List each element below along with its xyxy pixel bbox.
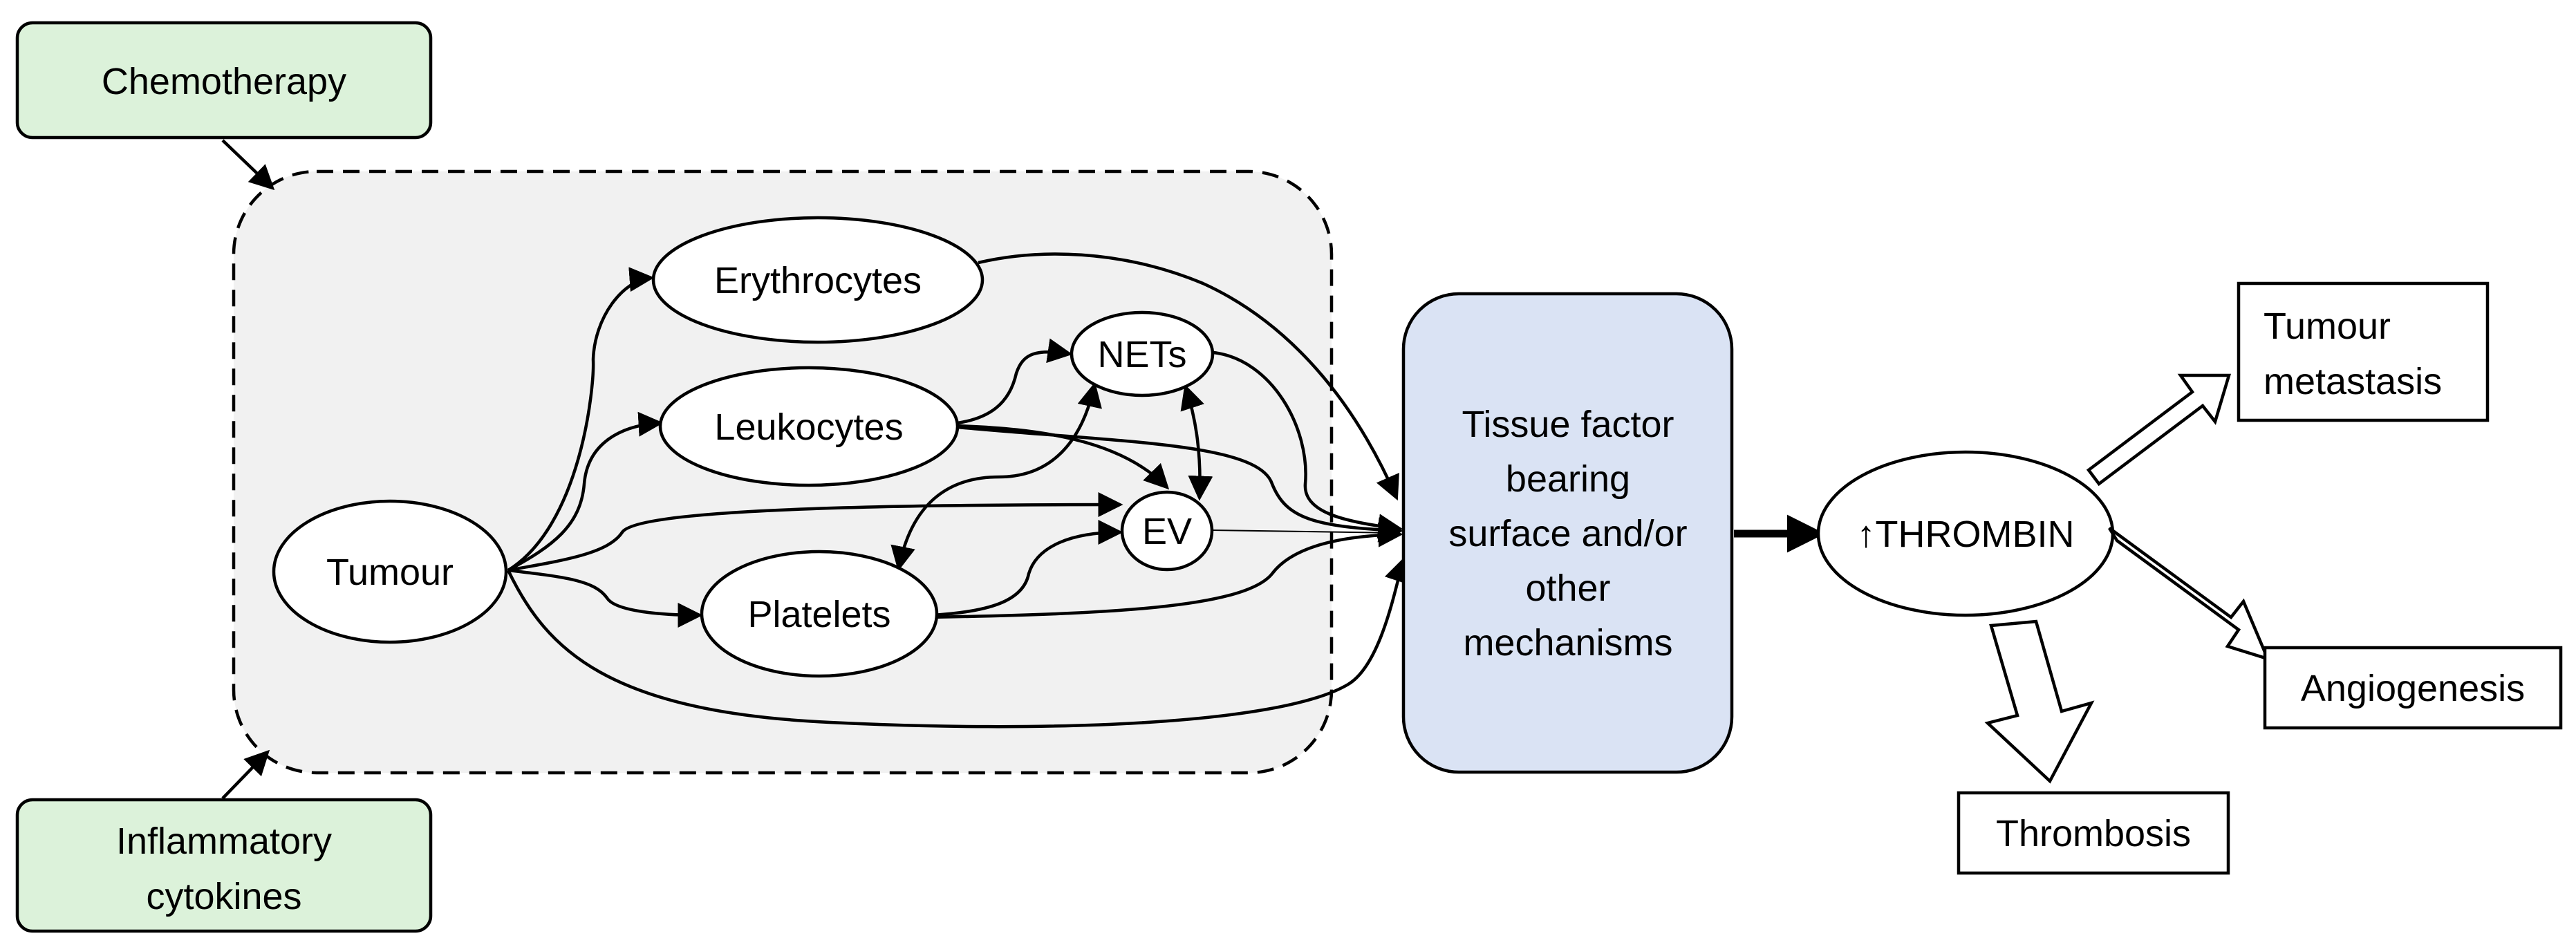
erythrocytes-node: Erythrocytes [651, 216, 984, 344]
ev-node: EV [1120, 490, 1214, 572]
tumour-label: Tumour [326, 552, 454, 593]
arrow-tumour-erythrocytes [507, 267, 655, 572]
arrow-nets-tissue-factor [1213, 350, 1403, 539]
nets-label: NETs [1097, 334, 1186, 375]
block-arrow-to-metastasis [2086, 373, 2232, 487]
connections [506, 252, 1825, 729]
inflammatory-label-line-1: Inflammatory [116, 821, 332, 862]
tissue-factor-node: Tissue factor bearing surface and/or oth… [1401, 292, 1734, 774]
block-arrow-to-angiogenesis [2108, 527, 2270, 662]
block-arrow-to-thrombosis [1984, 619, 2095, 784]
tumour-node: Tumour [272, 499, 508, 644]
arrow-nets-platelets-bidirectional [890, 382, 1102, 572]
angiogenesis-node: Angiogenesis [2263, 646, 2563, 730]
tumour-metastasis-line-1: Tumour [2264, 306, 2391, 347]
arrow-tumour-tissue-factor [506, 556, 1409, 729]
tissue-factor-line-4: other [1525, 568, 1610, 609]
thrombin-node: ↑THROMBIN [1816, 450, 2115, 617]
tumour-metastasis-line-2: metastasis [2264, 361, 2442, 402]
thrombosis-label: Thrombosis [1996, 813, 2191, 854]
tissue-factor-line-5: mechanisms [1463, 622, 1672, 664]
chemotherapy-node: Chemotherapy [15, 21, 433, 140]
arrow-tumour-leukocytes [507, 411, 664, 572]
tissue-factor-line-1: Tissue factor [1462, 404, 1674, 445]
chemotherapy-label: Chemotherapy [102, 61, 346, 102]
tissue-factor-line-3: surface and/or [1448, 513, 1687, 554]
inflammatory-label-line-2: cytokines [146, 876, 301, 917]
arrow-platelets-ev [931, 520, 1123, 617]
platelets-label: Platelets [747, 594, 890, 635]
arrow-erythrocytes-tissue-factor [978, 252, 1399, 501]
arrow-cytokines-to-region [221, 749, 270, 800]
arrow-platelets-tissue-factor [931, 522, 1403, 619]
angiogenesis-label: Angiogenesis [2301, 668, 2525, 709]
arrow-ev-tissue-factor [1211, 529, 1401, 536]
platelets-node: Platelets [700, 550, 939, 678]
arrow-nets-ev-bidirectional [1180, 384, 1213, 501]
leukocytes-label: Leukocytes [714, 406, 903, 448]
arrow-tumour-platelets [507, 568, 703, 628]
erythrocytes-label: Erythrocytes [714, 260, 922, 301]
arrow-chemotherapy-to-region [221, 139, 275, 191]
thrombin-label: ↑THROMBIN [1857, 514, 2075, 555]
inflammatory-cytokines-node: Inflammatory cytokines [15, 798, 433, 933]
tissue-factor-line-2: bearing [1506, 458, 1630, 500]
leukocytes-node: Leukocytes [658, 366, 960, 487]
ev-label: EV [1142, 511, 1192, 552]
nets-node: NETs [1070, 310, 1215, 397]
tumour-metastasis-node: Tumour metastasis [2237, 281, 2490, 422]
thrombosis-node: Thrombosis [1957, 791, 2230, 875]
